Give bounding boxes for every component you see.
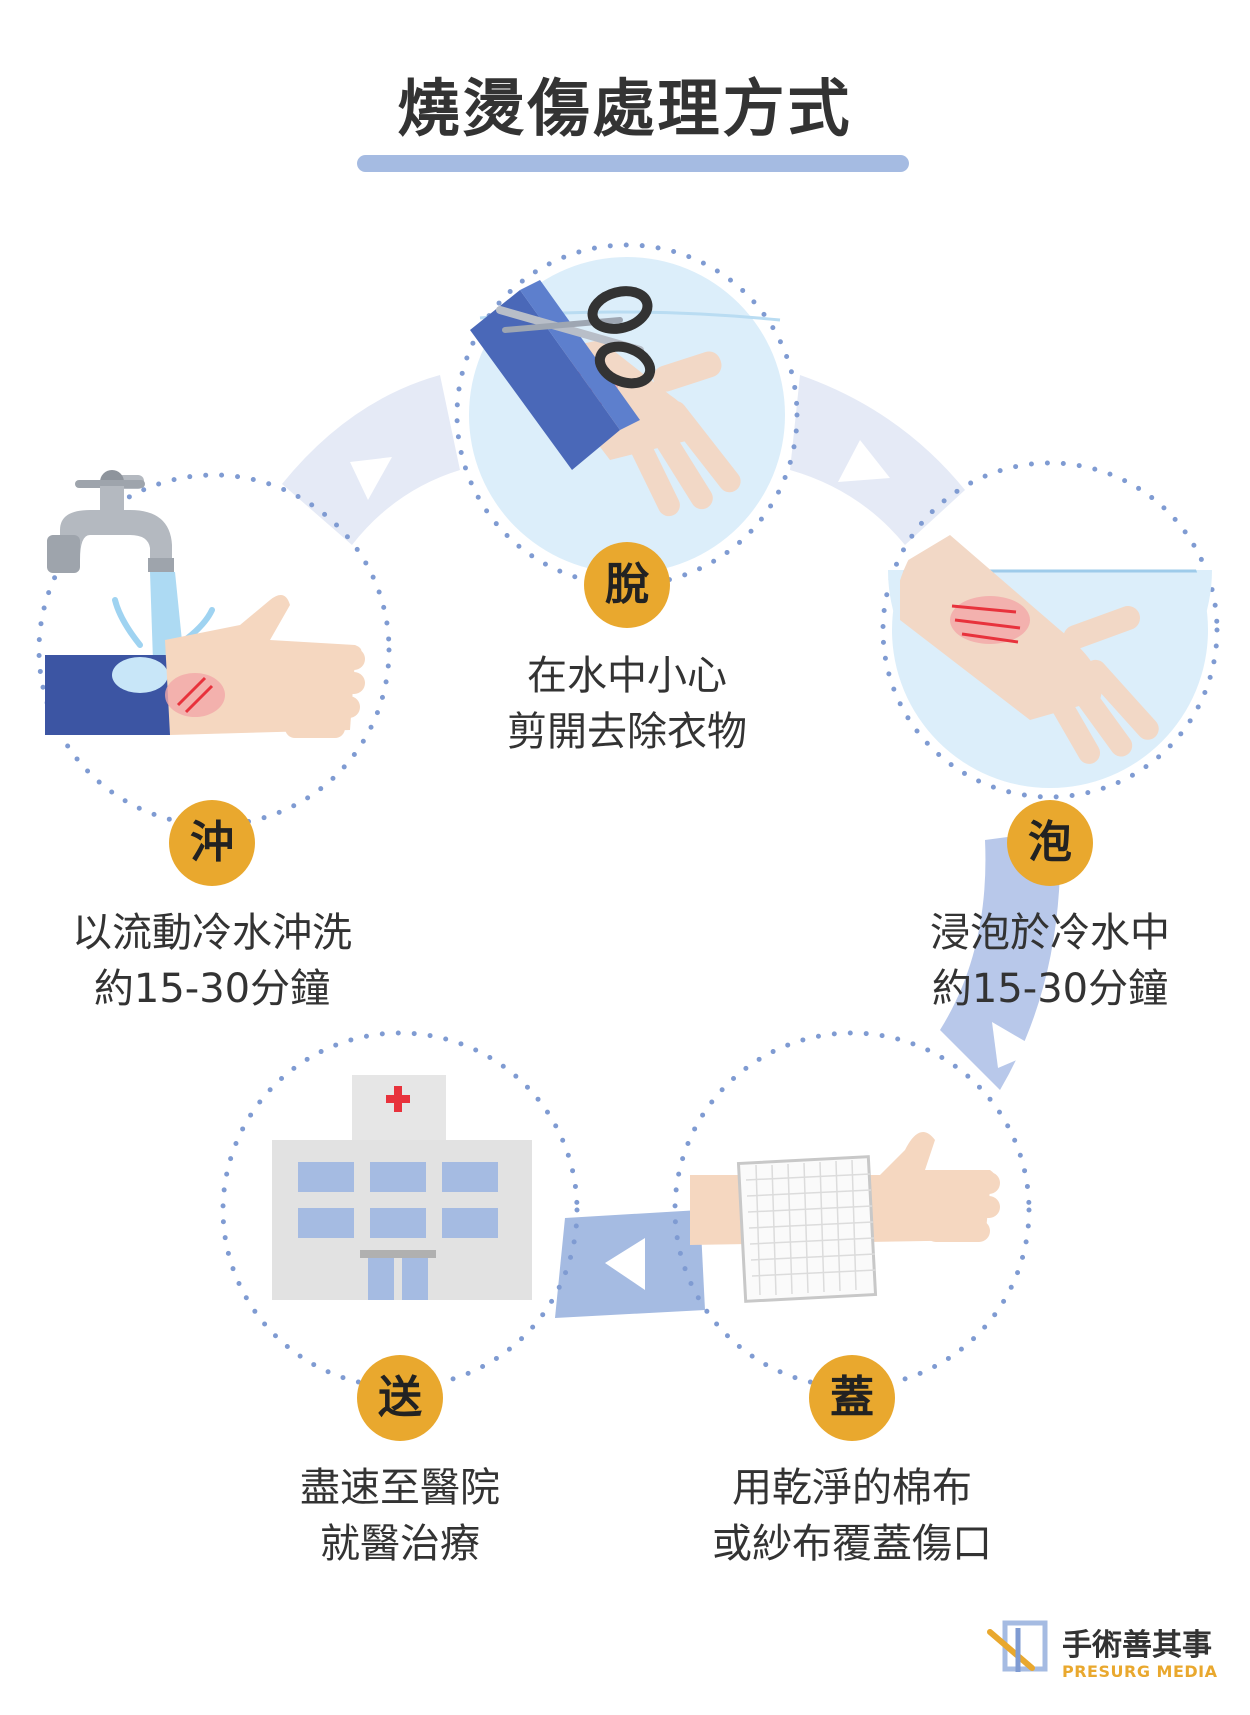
step-remove-clothing-illustration — [454, 242, 800, 588]
badge-send: 送 — [357, 1355, 443, 1441]
connector-arc-top-right — [790, 375, 965, 545]
badge-rinse: 沖 — [169, 800, 255, 886]
caption-send-line1: 盡速至醫院 — [300, 1465, 500, 1511]
scissors-icon — [496, 286, 656, 389]
brand-name: 手術善其事 — [1062, 1628, 1212, 1663]
connector-arc-right — [940, 830, 1061, 1090]
badge-remove: 脫 — [584, 542, 670, 628]
brand-subtitle: PRESURG MEDIA — [1062, 1662, 1218, 1681]
badge-cover: 蓋 — [809, 1355, 895, 1441]
caption-rinse-line2: 約15-30分鐘 — [93, 966, 331, 1012]
caption-soak: 浸泡於冷水中 約15-30分鐘 — [840, 905, 1250, 1017]
title-underline — [357, 155, 909, 172]
faucet-icon — [47, 470, 174, 573]
caption-send: 盡速至醫院 就醫治療 — [190, 1460, 610, 1572]
caption-cover: 用乾淨的棉布 或紗布覆蓋傷口 — [642, 1460, 1062, 1572]
page-title: 燒燙傷處理方式 — [397, 72, 853, 145]
caption-rinse-line1: 以流動冷水沖洗 — [72, 910, 352, 956]
caption-cover-line2: 或紗布覆蓋傷口 — [712, 1521, 992, 1567]
caption-cover-line1: 用乾淨的棉布 — [732, 1465, 972, 1511]
caption-soak-line1: 浸泡於冷水中 — [930, 910, 1170, 956]
arrow-icon — [838, 440, 890, 482]
hospital-icon — [272, 1075, 532, 1300]
step-hospital-illustration — [220, 1030, 580, 1390]
caption-send-line2: 就醫治療 — [320, 1521, 480, 1567]
brand-logo-icon — [987, 1620, 1048, 1672]
caption-soak-line2: 約15-30分鐘 — [931, 966, 1169, 1012]
arrow-icon — [350, 457, 392, 500]
gauze-icon — [736, 1155, 878, 1303]
step-cover-illustration — [672, 1030, 1032, 1390]
caption-remove-line1: 在水中小心 — [527, 653, 727, 699]
step-rinse-illustration — [36, 470, 392, 828]
caption-rinse: 以流動冷水沖洗 約15-30分鐘 — [2, 905, 422, 1017]
badge-soak: 泡 — [1007, 800, 1093, 886]
arrow-icon — [605, 1238, 645, 1290]
arrow-icon — [992, 1022, 1040, 1068]
caption-remove: 在水中小心 剪開去除衣物 — [417, 648, 837, 760]
caption-remove-line2: 剪開去除衣物 — [507, 709, 747, 755]
